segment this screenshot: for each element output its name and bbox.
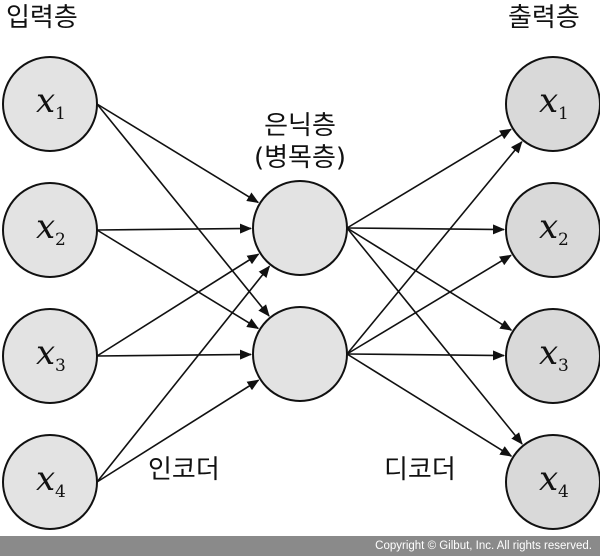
bottleneck-layer-subtitle: (병목층) <box>254 143 346 173</box>
decoder-label: 디코더 <box>384 455 456 485</box>
input-node-1: x 1 <box>2 56 98 152</box>
input-node-4-var: x <box>36 459 55 499</box>
output-node-1-var: x <box>539 81 558 121</box>
encoder-label: 인코더 <box>148 455 220 485</box>
decoder-edge-1-1 <box>346 128 512 229</box>
encoder-edge-2-1 <box>96 223 253 234</box>
autoencoder-diagram: 입력층 은닉층 (병목층) 출력층 인코더 디코더 x 1 x 2 x 3 x … <box>2 3 600 530</box>
decoder-edge-1-3 <box>346 227 513 331</box>
encoder-edge-3-2 <box>96 349 253 360</box>
output-node-1: x 1 <box>505 56 600 152</box>
output-node-1-sub: 1 <box>558 104 569 124</box>
input-node-2: x 2 <box>2 182 98 278</box>
input-node-3-var: x <box>36 333 55 373</box>
input-node-3-sub: 3 <box>55 356 66 376</box>
decoder-edge-2-1 <box>346 141 523 355</box>
encoder-edge-1-2 <box>96 103 270 317</box>
input-node-4: x 4 <box>2 434 98 530</box>
input-layer-title: 입력층 <box>6 3 78 33</box>
output-node-2-var: x <box>539 207 558 247</box>
output-node-4: x 4 <box>505 434 600 530</box>
input-node-3: x 3 <box>2 308 98 404</box>
decoder-edge-2-3 <box>346 350 506 361</box>
hidden-node-2 <box>252 306 348 402</box>
encoder-edge-1-1 <box>96 103 260 204</box>
output-node-4-sub: 4 <box>558 482 569 502</box>
decoder-edge-2-2 <box>346 254 512 355</box>
output-node-4-var: x <box>539 459 558 499</box>
input-node-2-var: x <box>36 207 55 247</box>
decoder-edge-1-4 <box>346 227 523 445</box>
input-node-2-sub: 2 <box>55 230 66 250</box>
input-node-4-sub: 4 <box>55 482 66 502</box>
encoder-edge-4-1 <box>96 265 271 483</box>
copyright-footer: Copyright © Gilbut, Inc. All rights rese… <box>0 536 600 556</box>
connection-edges <box>96 103 523 483</box>
encoder-edge-3-1 <box>96 253 260 357</box>
input-node-1-sub: 1 <box>55 104 66 124</box>
hidden-node-1 <box>252 180 348 276</box>
output-node-2: x 2 <box>505 182 600 278</box>
input-node-1-var: x <box>36 81 55 121</box>
output-node-3-var: x <box>539 333 558 373</box>
encoder-edge-4-2 <box>96 379 260 483</box>
output-layer-title: 출력층 <box>508 3 580 33</box>
hidden-layer-title: 은닉층 <box>264 111 336 141</box>
decoder-edge-2-4 <box>346 353 513 457</box>
output-node-3-sub: 3 <box>558 356 569 376</box>
encoder-edge-2-2 <box>96 229 260 330</box>
decoder-edge-1-2 <box>346 224 506 235</box>
output-node-3: x 3 <box>505 308 600 404</box>
output-node-2-sub: 2 <box>558 230 569 250</box>
